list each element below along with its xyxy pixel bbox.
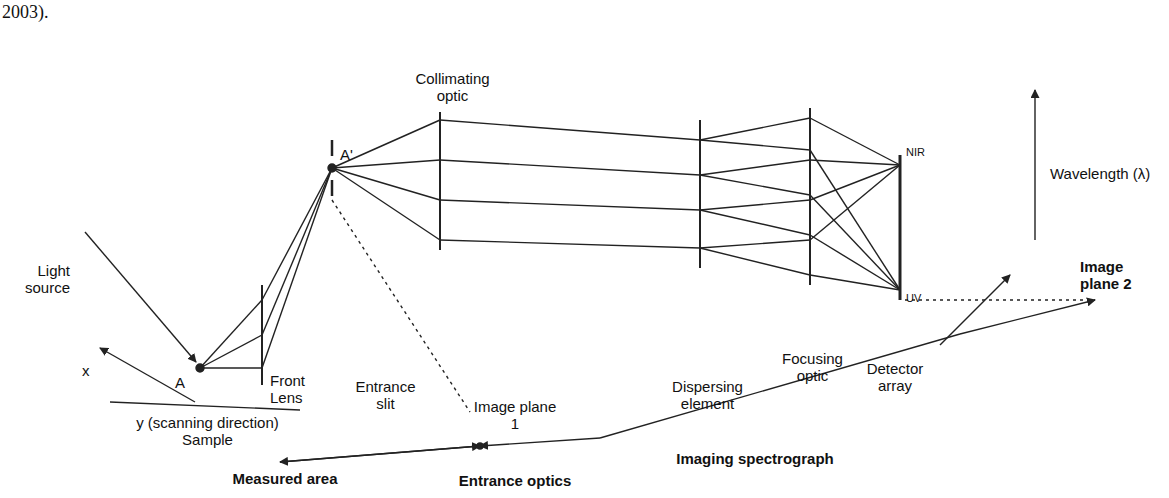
part-label: Dispersing element (665, 378, 750, 413)
part-label: Detector array (860, 360, 930, 395)
section-label: Measured area (215, 470, 355, 487)
band-label: UV (906, 292, 946, 305)
part-label: Collimating optic (405, 70, 500, 105)
caption-fragment: 2003). (2, 2, 72, 23)
point-label: A' (340, 146, 364, 163)
axis-label: x (82, 362, 96, 379)
part-label: Light source (10, 262, 70, 297)
section-label: Imaging spectrograph (660, 450, 850, 467)
point-label: A (175, 374, 191, 391)
band-label: NIR (906, 146, 946, 159)
section-label: Entrance optics (445, 472, 585, 489)
axis-label: Wavelength (λ) (1050, 165, 1155, 182)
axis-label: y (scanning direction) Sample (120, 414, 295, 449)
part-label: Focusing optic (775, 350, 850, 385)
plane-label: Image plane 2 (1080, 258, 1160, 293)
part-label: Front Lens (270, 372, 320, 407)
part-label: Entrance slit (348, 378, 423, 413)
part-label: Image plane 1 (470, 398, 560, 433)
